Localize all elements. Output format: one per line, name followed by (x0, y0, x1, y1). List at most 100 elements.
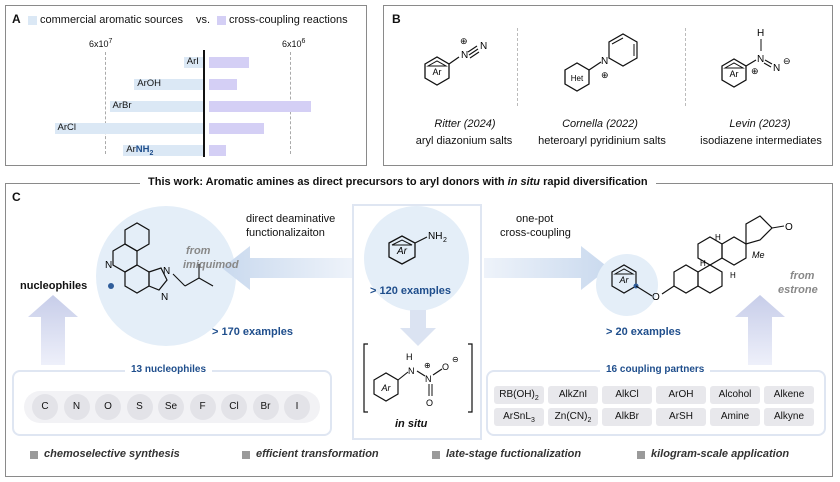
nucleophile-chip-Cl: Cl (221, 394, 247, 420)
gridline-left (105, 52, 106, 154)
diazonium-structure: Ar N ⊕ N (424, 36, 487, 86)
left-arrow (222, 246, 352, 290)
feature-text-3: kilogram-scale application (651, 448, 790, 460)
svg-text:⊕: ⊕ (424, 361, 431, 370)
svg-text:O: O (652, 292, 660, 303)
tick-right: 6x106 (282, 38, 306, 49)
coupling-chip-alcohol: Alcohol (710, 386, 760, 404)
from-imiquimod-1: from (186, 245, 211, 257)
coupling-chip-alkbr: AlkBr (602, 408, 652, 426)
aniline-structure: Ar NH 2 (388, 231, 447, 265)
cornella-desc: heteroaryl pyridinium salts (538, 135, 666, 147)
bar-label-4: ArNH2 (126, 144, 154, 157)
svg-text:N: N (105, 260, 112, 271)
feature-text-2: late-stage fuctionalization (446, 448, 582, 460)
coupling-box-title: 16 coupling partners (600, 364, 711, 375)
svg-text:Ar: Ar (396, 246, 408, 257)
cornella-author: Cornella (2022) (562, 118, 638, 130)
levin-desc: isodiazene intermediates (700, 135, 822, 147)
coupling-chip-aroh: ArOH (656, 386, 706, 404)
nucleophile-chip-C: C (32, 394, 58, 420)
svg-text:O: O (442, 362, 449, 372)
svg-text:⊖: ⊖ (452, 355, 459, 364)
svg-text:Ar: Ar (619, 275, 630, 285)
legend-commercial-swatch (28, 16, 37, 25)
bar-coupling-2 (209, 101, 311, 112)
svg-text:H: H (757, 28, 764, 39)
svg-text:H: H (730, 271, 736, 280)
coupling-chip-amine: Amine (710, 408, 760, 426)
nucleophile-chip-Br: Br (252, 394, 279, 420)
svg-text:Ar: Ar (730, 69, 739, 79)
svg-text:NH: NH (428, 231, 442, 242)
bar-label-1: ArOH (137, 78, 161, 89)
from-imiquimod-2: imiquimod (183, 259, 239, 271)
svg-text:O: O (426, 398, 433, 408)
imiquimod-structure: N N N (105, 222, 214, 303)
svg-text:N: N (757, 54, 764, 65)
panel-c-title: This work: Aromatic amines as direct pre… (140, 176, 656, 188)
isodiazene-structure: Ar N H ⊕ N ⊖ (721, 28, 791, 88)
coupling-chip-rboh2: RB(OH)2 (494, 386, 544, 404)
left-up-arrow (28, 295, 78, 365)
svg-text:N: N (408, 366, 415, 376)
right-circle (596, 254, 658, 316)
coupling-chip-alkene: Alkene (764, 386, 814, 404)
center-examples: > 120 examples (370, 285, 452, 297)
from-estrone-2: estrone (778, 284, 818, 296)
right-arrow-text-1: one-pot (516, 213, 554, 225)
legend-coupling-swatch (217, 16, 226, 25)
feature-text-0: chemoselective synthesis (44, 448, 180, 460)
bar-commercial-3 (54, 123, 203, 134)
svg-text:H: H (700, 259, 706, 268)
svg-text:⊕: ⊕ (751, 66, 759, 76)
coupling-chip-arsnl3: ArSnL3 (494, 408, 544, 426)
ritter-desc: aryl diazonium salts (415, 135, 513, 147)
panel-c-label: C (12, 190, 21, 204)
svg-text:H: H (715, 233, 721, 242)
svg-text:Ar: Ar (381, 383, 392, 393)
left-circle (96, 206, 236, 346)
coupling-chip-alkyne: Alkyne (764, 408, 814, 426)
bar-commercial-4 (123, 145, 203, 156)
svg-text:Me: Me (752, 250, 765, 260)
nucleophile-chip-F: F (189, 394, 216, 420)
svg-text:O: O (785, 222, 793, 233)
nucleophile-chip-S: S (126, 394, 153, 420)
legend-commercial-label: commercial aromatic sources (40, 14, 184, 26)
nucleophile-chip-Se: Se (158, 394, 184, 420)
in-situ-label: in situ (395, 418, 428, 430)
from-estrone-1: from (790, 270, 815, 282)
svg-text:Ar: Ar (433, 67, 442, 77)
right-arrow-text-2: cross-coupling (500, 227, 571, 239)
right-arrow (484, 246, 609, 290)
axis-center (203, 50, 205, 157)
bar-coupling-3 (209, 123, 264, 134)
bar-label-0: ArI (186, 56, 199, 67)
left-arrow-text-1: direct deaminative (246, 213, 336, 225)
bar-coupling-0 (209, 57, 250, 68)
right-examples: > 20 examples (606, 326, 681, 338)
bar-commercial-0 (183, 57, 203, 68)
nucleophile-chip-I: I (284, 394, 310, 420)
svg-text:Het: Het (571, 74, 584, 83)
feature-bullet-2 (432, 451, 440, 459)
bar-commercial-2 (109, 101, 203, 112)
center-circle (364, 206, 469, 311)
ritter-author: Ritter (2024) (434, 118, 496, 130)
bar-commercial-1 (134, 79, 203, 90)
divider-b1 (517, 28, 518, 106)
coupling-chip-zncn2: Zn(CN)2 (548, 408, 598, 426)
panel-a (5, 5, 367, 166)
coupling-chip-alkzni: AlkZnI (548, 386, 598, 404)
svg-text:2: 2 (443, 237, 447, 244)
panel-b-label: B (392, 12, 401, 26)
coupling-chip-arsh: ArSH (656, 408, 706, 426)
nucleophile-box-title: 13 nucleophiles (125, 364, 213, 375)
svg-text:N: N (480, 41, 487, 52)
right-up-arrow (735, 295, 785, 365)
legend-coupling-label: cross-coupling reactions (229, 14, 348, 26)
panel-b (383, 5, 833, 166)
nucleophile-chip-N: N (63, 394, 90, 420)
levin-author: Levin (2023) (729, 118, 791, 130)
